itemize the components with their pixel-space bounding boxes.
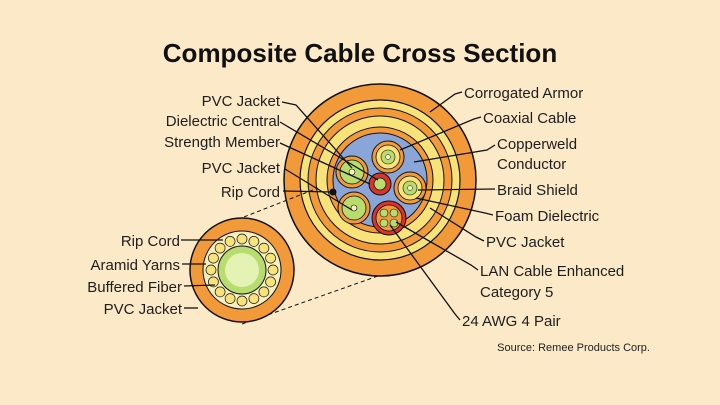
central-core [373, 177, 387, 191]
label-braid-shield: Braid Shield [497, 182, 578, 199]
label-conductor: Conductor [497, 156, 566, 173]
diagram-title: Composite Cable Cross Section [163, 38, 557, 68]
buffered-fiber [224, 236, 236, 247]
coax-bottom-left [337, 191, 371, 225]
buffered-fiber [236, 295, 248, 307]
label-awg-pair: 24 AWG 4 Pair [462, 313, 561, 330]
buffered-fiber [265, 252, 276, 264]
fiber-leaders [181, 239, 223, 309]
buffered-fiber [208, 276, 219, 288]
composite-cable [283, 83, 477, 277]
buffered-fiber [214, 242, 226, 254]
buffered-fiber [208, 252, 219, 264]
label-corrogated-armor: Corrogated Armor [464, 85, 583, 102]
coax-top-left [335, 155, 369, 189]
buffered-fiber [248, 236, 260, 247]
coax-top-right [371, 140, 405, 174]
label-pvc-jacket-2: PVC Jacket [202, 160, 281, 177]
label-aramid-yarns: Aramid Yarns [91, 257, 180, 274]
source-credit: Source: Remee Products Corp. [497, 342, 650, 354]
label-foam-dielectric: Foam Dielectric [495, 208, 600, 225]
label-coaxial-cable: Coaxial Cable [483, 110, 576, 127]
buffered-fiber [214, 286, 226, 298]
label-copperweld: Copperweld [497, 136, 577, 153]
coax-right [393, 171, 427, 205]
buffered-fiber [224, 293, 236, 304]
buffered-fiber [267, 264, 279, 276]
label-buffered-fiber: Buffered Fiber [87, 279, 182, 296]
label-fiber-pvc-jacket: PVC Jacket [104, 301, 183, 318]
buffered-fiber [258, 242, 270, 254]
lan-cable [371, 200, 407, 236]
right-leaders [389, 91, 496, 321]
fiber-cable [189, 187, 379, 325]
buffered-fiber [248, 293, 260, 304]
label-category-5: Category 5 [480, 284, 553, 301]
label-dielectric-central: Dielectric Central [166, 113, 280, 130]
buffered-fiber-ring [205, 233, 279, 307]
label-strength-member: Strength Member [164, 134, 280, 151]
label-pvc-jacket-1: PVC Jacket [202, 93, 281, 110]
label-fiber-rip-cord: Rip Cord [121, 233, 180, 250]
fiber-core-inner [225, 253, 259, 287]
label-pvc-jacket-right: PVC Jacket [486, 234, 565, 251]
buffered-fiber [265, 276, 276, 288]
left-leaders [279, 101, 379, 211]
connector-line-top [230, 187, 319, 223]
buffered-fiber [236, 233, 248, 245]
buffered-fiber [258, 286, 270, 298]
label-rip-cord: Rip Cord [221, 184, 280, 201]
label-lan-cable-enhanced: LAN Cable Enhanced [480, 263, 624, 280]
buffered-fiber [205, 264, 217, 276]
